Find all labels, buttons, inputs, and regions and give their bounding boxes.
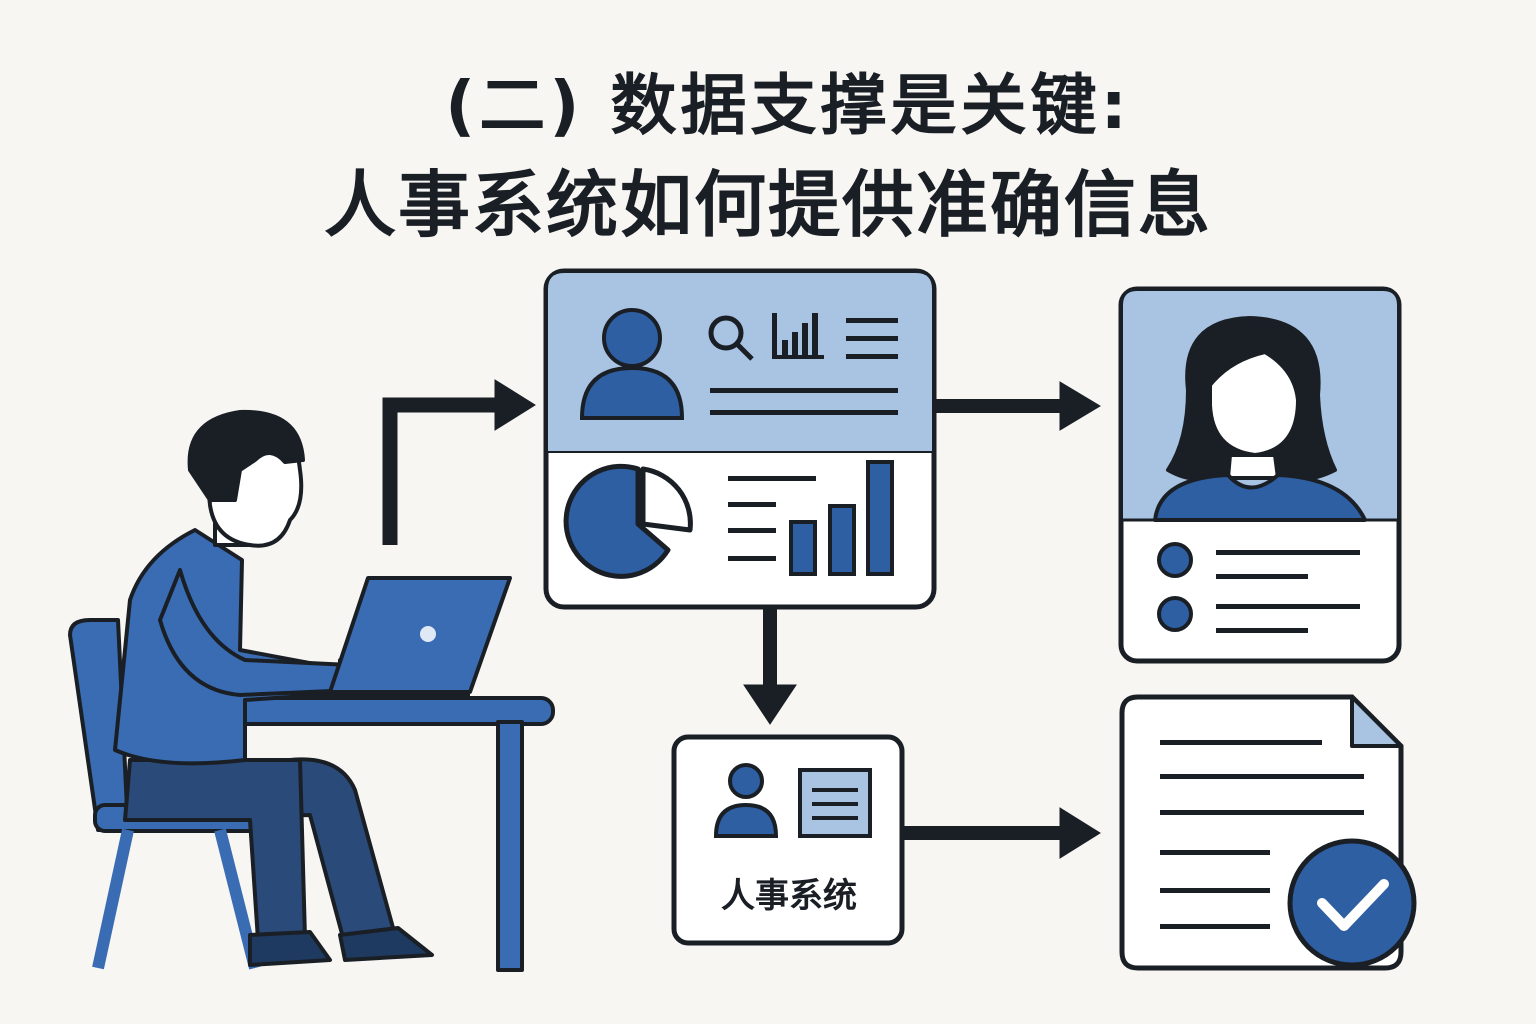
chair-back [68,618,130,832]
text-line [1216,628,1308,633]
checkmark-icon [1287,838,1417,968]
text-line [1216,550,1360,555]
bar-chart-icon [772,313,824,359]
text-line [1216,574,1308,579]
bullet-icon [1157,542,1193,578]
hr-system-card [671,734,905,946]
id-card-icon [798,768,872,838]
pie-chart-icon [563,463,693,579]
employee-profile-panel [1118,286,1402,664]
page-title-line-2: 人事系统如何提供准确信息 [323,163,1212,247]
person-icon [713,763,779,838]
worker-shoe-left [248,930,332,967]
arrow-dashboard-to-profile [935,381,1101,431]
laptop-icon [328,576,512,694]
dashboard-panel [543,268,937,610]
arrow-dashboard-to-hr-system [743,607,797,725]
search-icon [708,315,754,361]
worker-shoe-right [338,926,434,962]
list-icon [846,318,898,359]
text-line [710,388,898,393]
hr-system-label: 人事系统 [721,876,857,916]
worker-hair [187,409,305,502]
page-title-line-1: (二) 数据支撑是关键: [445,67,1131,144]
bar-chart [789,460,894,576]
worker-illustration [68,409,555,972]
text-line [710,410,898,415]
bullet-icon [1157,596,1193,632]
arrow-hr-system-to-document [904,807,1101,859]
document-lines [1160,740,1364,929]
desk-leg [496,720,524,972]
document-icon [1119,694,1417,971]
arrow-worker-to-dashboard [382,379,536,545]
legend-lines [728,476,816,561]
person-icon [579,308,685,420]
text-line [1216,604,1360,609]
woman-avatar-icon [1153,316,1367,522]
